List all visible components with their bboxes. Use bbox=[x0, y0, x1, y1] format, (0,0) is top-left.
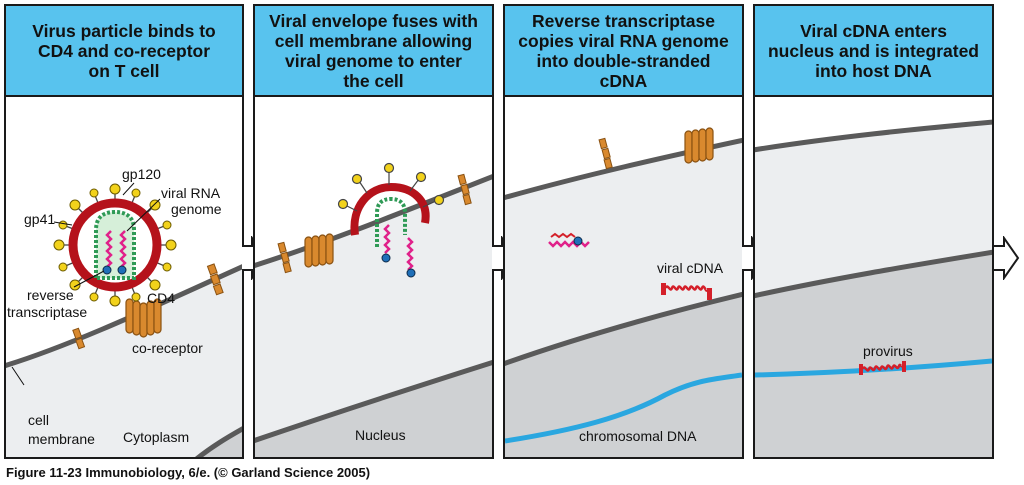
panel-1: Virus particle binds to CD4 and co-recep… bbox=[4, 4, 244, 459]
virus-particle bbox=[53, 183, 177, 307]
panel-4-header: Viral cDNA enters nucleus and is integra… bbox=[755, 6, 992, 97]
nucleus-region bbox=[255, 363, 492, 457]
co-receptor bbox=[304, 233, 334, 268]
figure-caption: Figure 11-23 Immunobiology, 6/e. (© Garl… bbox=[6, 465, 371, 480]
panel-2: Viral envelope fuses with cell membrane … bbox=[253, 4, 494, 459]
nuclear-envelope bbox=[255, 360, 492, 443]
viral-rna-genome bbox=[105, 230, 127, 268]
reverse-transcriptase-enzyme-2 bbox=[406, 268, 416, 278]
nuclear-envelope bbox=[755, 249, 992, 299]
viral-rna-label: viral RNA bbox=[161, 185, 221, 201]
viral-cdna bbox=[661, 283, 712, 300]
panel-3-header: Reverse transcriptase copies viral RNA g… bbox=[505, 6, 742, 97]
nascent-cdna bbox=[550, 232, 576, 239]
panel-1-scene: gp120 viral RNA genome gp41 reverse tran… bbox=[6, 166, 242, 457]
viral-rna-genome bbox=[548, 240, 590, 248]
cell-label: cell bbox=[28, 412, 49, 428]
cell-membrane bbox=[755, 119, 992, 153]
cd4-receptor-right bbox=[457, 173, 472, 206]
fused-viral-envelope bbox=[350, 182, 430, 236]
capsid bbox=[375, 196, 407, 247]
capsid bbox=[94, 209, 136, 280]
panel-1-title: Virus particle binds to CD4 and co-recep… bbox=[32, 20, 216, 81]
nucleus-region bbox=[505, 295, 742, 457]
chromosomal-dna bbox=[505, 372, 742, 444]
reverse-transcriptase-enzyme bbox=[102, 265, 112, 275]
cell-membrane bbox=[505, 137, 742, 201]
co-receptor bbox=[684, 127, 714, 164]
cytoplasm-region bbox=[6, 267, 242, 457]
panel-2-title: Viral envelope fuses with cell membrane … bbox=[269, 10, 478, 91]
nuclear-envelope bbox=[505, 291, 742, 366]
panel-2-header: Viral envelope fuses with cell membrane … bbox=[255, 6, 492, 97]
nucleus-region bbox=[755, 253, 992, 457]
gp120-label: gp120 bbox=[122, 166, 161, 182]
reverse-transcriptase-enzyme bbox=[573, 236, 583, 246]
panel-1-header: Virus particle binds to CD4 and co-recep… bbox=[6, 6, 242, 97]
cd4-receptor-lower bbox=[72, 327, 86, 350]
provirus bbox=[859, 361, 906, 375]
envelope-glycoproteins bbox=[337, 162, 445, 212]
chromosomal-dna-label: chromosomal DNA bbox=[579, 428, 697, 444]
panel-3-title: Reverse transcriptase copies viral RNA g… bbox=[518, 10, 729, 91]
transcriptase-label: transcriptase bbox=[7, 304, 87, 320]
viral-cdna-label: viral cDNA bbox=[657, 260, 724, 276]
reverse-label: reverse bbox=[27, 287, 74, 303]
provirus-label: provirus bbox=[863, 343, 913, 359]
panel-2-scene: Nucleus bbox=[255, 162, 492, 457]
cd4-receptor bbox=[206, 263, 224, 296]
leader-lines bbox=[11, 182, 161, 386]
cd4-label: CD4 bbox=[147, 290, 175, 306]
membrane-label: membrane bbox=[28, 431, 95, 447]
panel-4-scene: provirus bbox=[755, 119, 992, 457]
reverse-transcriptase-enzyme bbox=[381, 253, 391, 263]
nuclear-envelope bbox=[195, 426, 242, 457]
cytoplasm-label: Cytoplasm bbox=[123, 429, 189, 445]
genome-label: genome bbox=[171, 201, 222, 217]
gp41-label: gp41 bbox=[24, 211, 55, 227]
nucleus-label: Nucleus bbox=[355, 427, 406, 443]
viral-rna-genome bbox=[383, 224, 414, 271]
step-arrow-4 bbox=[994, 236, 1020, 280]
reverse-transcriptase-enzyme-2 bbox=[117, 265, 127, 275]
panel-3: Reverse transcriptase copies viral RNA g… bbox=[503, 4, 744, 459]
panel-4-title: Viral cDNA enters nucleus and is integra… bbox=[767, 20, 980, 81]
cd4-receptor bbox=[277, 241, 292, 274]
co-receptor-label: co-receptor bbox=[132, 340, 203, 356]
cd4-receptor bbox=[598, 137, 613, 170]
co-receptor bbox=[125, 298, 162, 338]
panel-4: Viral cDNA enters nucleus and is integra… bbox=[753, 4, 994, 459]
panel-3-scene: viral cDNA chromosomal DNA bbox=[505, 127, 742, 457]
